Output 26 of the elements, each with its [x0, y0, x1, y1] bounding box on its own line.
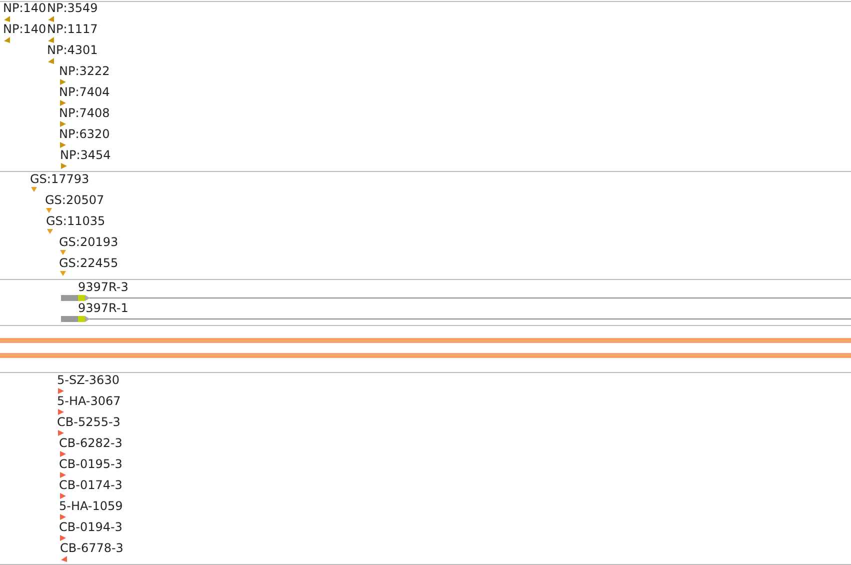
feature-label: 5-HA-3067 [57, 394, 121, 408]
feature-label: 5-SZ-3630 [57, 373, 120, 387]
feature-label: NP:140 [3, 22, 46, 36]
feature-label: 9397R-3 [78, 280, 128, 294]
feature-label: GS:20507 [45, 193, 104, 207]
feature-label: NP:1117 [47, 22, 98, 36]
feature-label: NP:4301 [47, 43, 98, 57]
feature-label: CB-0194-3 [59, 520, 122, 534]
feature-label: 9397R-1 [78, 301, 128, 315]
feature-label: GS:17793 [30, 172, 90, 186]
feature-label: GS:22455 [59, 256, 118, 270]
feature-label: NP:3549 [47, 1, 98, 15]
feature-label: GS:20193 [59, 235, 118, 249]
feature-label: GS:11035 [46, 214, 106, 228]
feature-label: NP:140 [3, 1, 46, 15]
feature-label: NP:3454 [60, 148, 111, 162]
feature-label: NP:6320 [59, 127, 110, 141]
feature-label: CB-5255-3 [57, 415, 120, 429]
feature-label: NP:3222 [59, 64, 110, 78]
feature-label: 5-HA-1059 [59, 499, 123, 513]
feature-label: CB-6778-3 [60, 541, 124, 555]
feature-label: CB-6282-3 [59, 436, 122, 450]
feature-label: NP:7404 [59, 85, 110, 99]
feature-label: CB-0174-3 [59, 478, 122, 492]
feature-label: NP:7408 [59, 106, 110, 120]
feature-label: CB-0195-3 [59, 457, 122, 471]
